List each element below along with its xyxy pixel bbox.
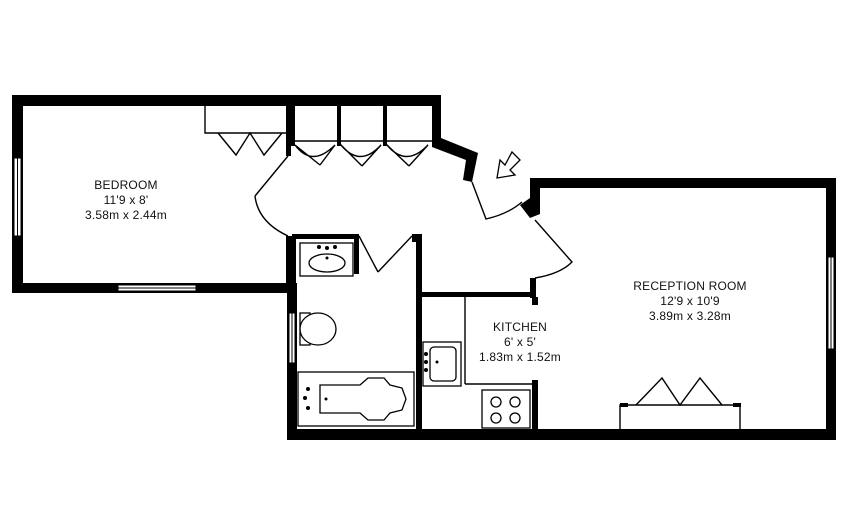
interior-walls [204, 106, 741, 432]
bedroom-name: BEDROOM [94, 178, 158, 192]
reception-door [534, 219, 573, 279]
kitchen-label: KITCHEN 6' x 5' 1.83m x 1.52m [470, 320, 570, 365]
kitchen-imperial: 6' x 5' [504, 335, 536, 349]
toilet-icon [299, 312, 337, 346]
reception-cupboard-door [635, 376, 723, 407]
windows [13, 157, 835, 364]
kitchen-sink-icon [422, 341, 462, 387]
hob-icon [481, 389, 531, 429]
cupboard-door-1 [294, 144, 336, 166]
sink-icon [299, 242, 354, 277]
bedroom-door [254, 155, 289, 237]
outer-walls [12, 95, 836, 440]
entrance-arrow-icon [496, 150, 521, 179]
reception-name: RECEPTION ROOM [633, 279, 747, 293]
cupboard-door-3 [386, 144, 429, 167]
kitchen-name: KITCHEN [492, 320, 548, 334]
bedroom-imperial: 11'9 x 8' [103, 193, 149, 207]
doors [217, 131, 723, 407]
reception-label: RECEPTION ROOM 12'9 x 10'9 3.89m x 3.28m [620, 279, 760, 324]
reception-imperial: 12'9 x 10'9 [660, 294, 720, 308]
reception-metric: 3.89m x 3.28m [649, 309, 731, 323]
kitchen-metric: 1.83m x 1.52m [479, 350, 561, 364]
bathroom-door [358, 235, 413, 273]
bedroom-metric: 3.58m x 2.44m [85, 208, 167, 222]
entrance-door [471, 181, 523, 220]
bedroom-label: BEDROOM 11'9 x 8' 3.58m x 2.44m [66, 178, 186, 223]
bath-icon [297, 371, 415, 427]
bedroom-wardrobe-door [217, 131, 283, 157]
cupboard-door-2 [340, 144, 382, 167]
